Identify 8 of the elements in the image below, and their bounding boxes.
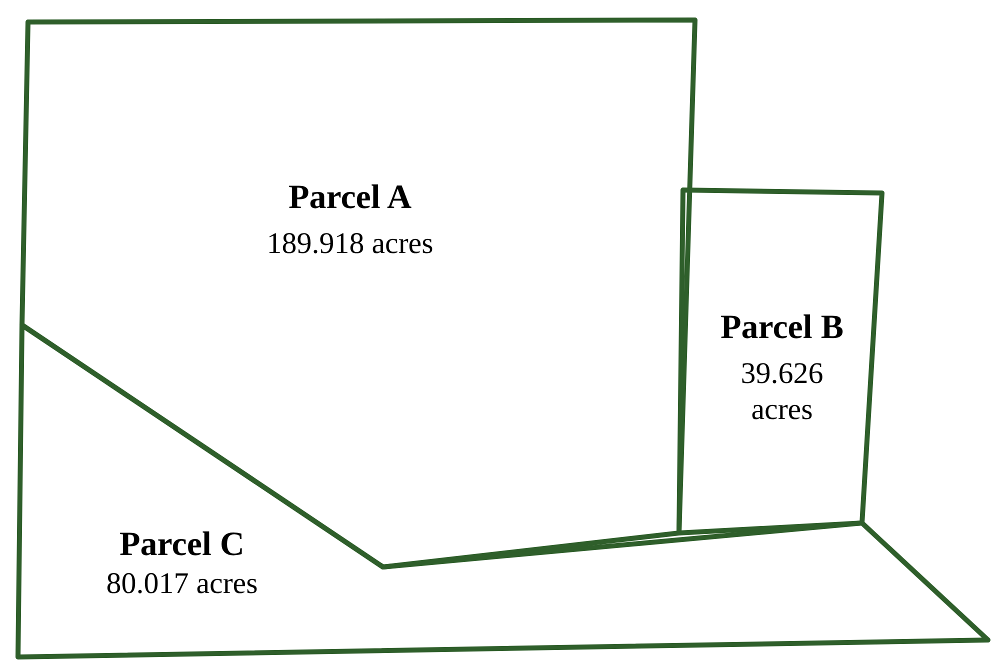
parcel-acreage: 80.017 acres — [105, 566, 259, 602]
parcel-area — [22, 20, 695, 567]
parcel-name: Parcel B — [720, 308, 844, 348]
parcel-name: Parcel C — [120, 525, 244, 565]
parcel-acreage: 39.626 acres — [740, 356, 824, 428]
parcel-name: Parcel A — [288, 178, 412, 218]
parcel-acreage: 189.918 acres — [266, 226, 434, 262]
parcel-area — [679, 190, 882, 533]
